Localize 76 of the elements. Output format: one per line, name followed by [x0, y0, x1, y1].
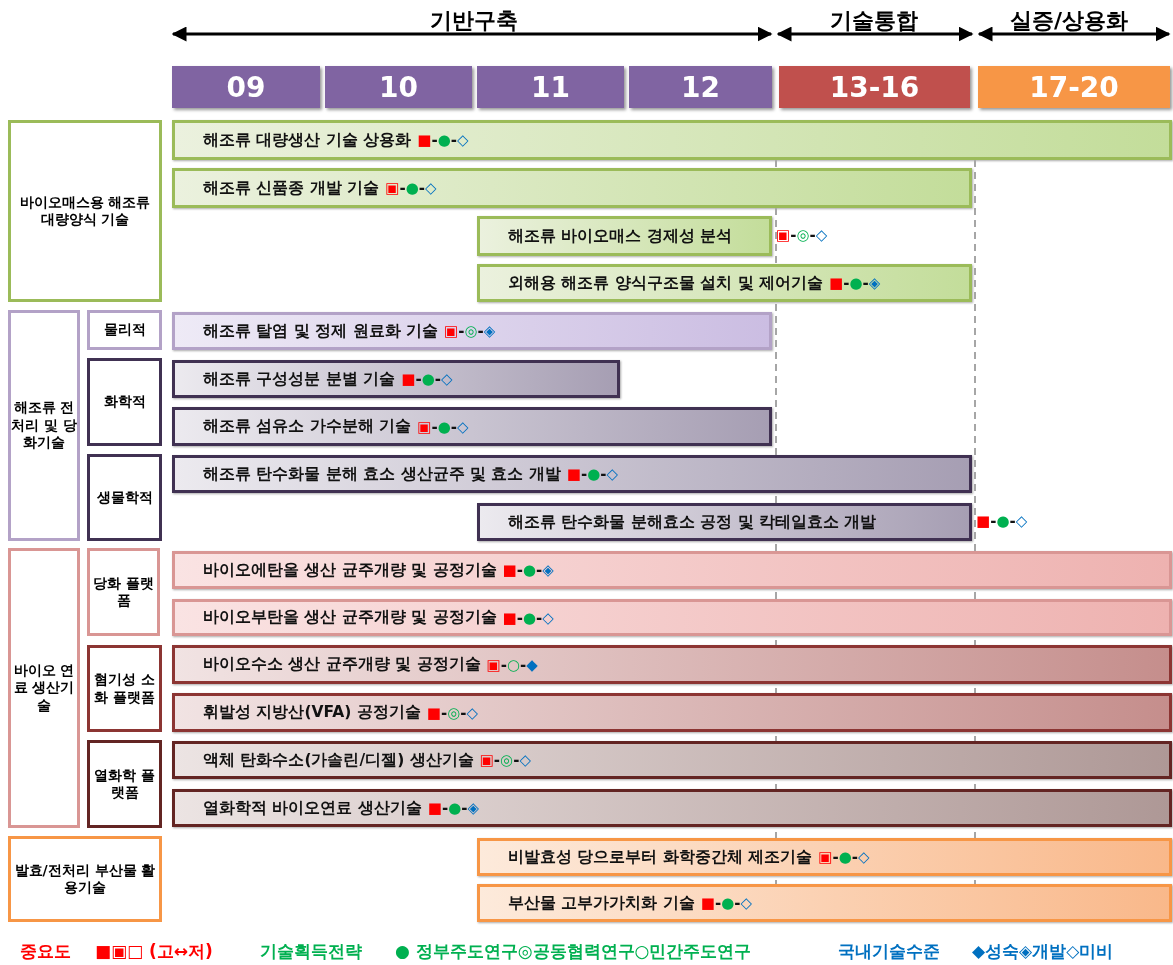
- period-header: 17-20: [978, 66, 1170, 108]
- rating-symbols: ■-●-◇: [700, 894, 753, 912]
- rating-symbols: ▣-●-◇: [385, 179, 437, 197]
- task-title: 해조류 구성성분 분별 기술: [203, 368, 396, 390]
- roadmap-bar: [172, 168, 972, 208]
- roadmap-bar: [172, 599, 1172, 636]
- task-title: 바이오부탄올 생산 균주개량 및 공정기술: [203, 607, 497, 628]
- rating-symbols: ■-●-◈: [427, 799, 480, 817]
- roadmap-bar: [172, 360, 620, 398]
- task-title: 비발효성 당으로부터 화학중간체 제조기술: [508, 846, 813, 868]
- task-title: 해조류 섬유소 가수분해 기술: [203, 416, 412, 437]
- roadmap-bar: [477, 503, 972, 541]
- legend-heading: 중요도: [20, 940, 71, 963]
- rating-symbols: ■-●-◇: [976, 512, 1028, 530]
- period-header: 10: [325, 66, 472, 108]
- category-box: 혐기성 소화 플랫폼: [87, 645, 162, 732]
- legend-text: ■▣□ (고↔저): [95, 940, 213, 963]
- rating-symbols: ▣-◎-◇: [776, 226, 828, 244]
- task-title: 외해용 해조류 양식구조물 설치 및 제어기술: [508, 272, 823, 294]
- roadmap-bar: [172, 789, 1172, 827]
- category-box: 바이오매스용 해조류 대량양식 기술: [8, 120, 162, 302]
- legend-text: ◆성숙◈개발◇미비: [972, 940, 1114, 963]
- category-box: 열화학 플랫폼: [87, 740, 162, 828]
- rating-symbols: ■-●-◈: [502, 561, 554, 579]
- task-title: 열화학적 바이오연료 생산기술: [203, 797, 422, 819]
- category-box: 발효/전처리 부산물 활용기술: [8, 836, 162, 922]
- rating-symbols: ■-●-◇: [502, 608, 554, 627]
- category-box: 화학적: [87, 358, 162, 446]
- roadmap-bar: [172, 551, 1172, 589]
- rating-symbols: ■-●-◇: [417, 131, 469, 149]
- task-title: 바이오수소 생산 균주개량 및 공정기술: [203, 654, 481, 675]
- task-title: 액체 탄화수소(가솔린/디젤) 생산기술: [203, 749, 474, 771]
- roadmap-bar: [172, 120, 1172, 160]
- task-title: 해조류 탄수화물 분해 효소 생산균주 및 효소 개발: [203, 463, 561, 485]
- rating-symbols: ▣-◎-◈: [444, 322, 496, 340]
- legend-text: ● 정부주도연구◎공동협력연구○민간주도연구: [395, 940, 752, 963]
- rating-symbols: ■-◎-◇: [426, 703, 479, 722]
- task-title: 해조류 탄수화물 분해효소 공정 및 칵테일효소 개발: [508, 511, 877, 533]
- roadmap-bar: [477, 838, 1172, 876]
- task-title: 해조류 대량생산 기술 상용화: [203, 129, 412, 151]
- rating-symbols: ■-●-◇: [401, 370, 453, 388]
- period-header: 09: [172, 66, 320, 108]
- roadmap-bar: [172, 693, 1172, 732]
- roadmap-bar: [477, 884, 1172, 922]
- category-box: 물리적: [87, 310, 162, 350]
- task-title: 휘발성 지방산(VFA) 공정기술: [203, 702, 421, 723]
- task-title: 해조류 탈염 및 정제 원료화 기술: [203, 320, 438, 342]
- roadmap-bar: [172, 645, 1172, 684]
- roadmap-bar: [172, 455, 972, 493]
- rating-symbols: ■-●-◈: [829, 274, 881, 292]
- task-title: 부산물 고부가가치화 기술: [508, 892, 695, 914]
- phase-label: 기반구축: [430, 7, 518, 35]
- category-box: 바이오 연료 생산기술: [8, 548, 80, 828]
- category-box: 해조류 전처리 및 당화기술: [8, 310, 80, 541]
- phase-label: 기술통합: [830, 7, 918, 35]
- roadmap-bar: [477, 264, 972, 302]
- rating-symbols: ▣-●-◇: [818, 848, 870, 866]
- task-title: 해조류 바이오매스 경제성 분석: [508, 225, 733, 247]
- phase-label: 실증/상용화: [1010, 7, 1129, 35]
- roadmap-bar: [172, 741, 1172, 779]
- category-box: 당화 플랫폼: [87, 548, 160, 636]
- period-header: 12: [629, 66, 772, 108]
- rating-symbols: ▣-●-◇: [417, 417, 469, 436]
- category-box: 생물학적: [87, 454, 162, 541]
- task-title: 바이오에탄올 생산 균주개량 및 공정기술: [203, 559, 497, 581]
- rating-symbols: ▣-◎-◇: [479, 751, 531, 769]
- roadmap-bar: [172, 312, 772, 350]
- roadmap-bar: [172, 407, 772, 446]
- legend-heading: 기술획득전략: [260, 940, 362, 963]
- rating-symbols: ▣-○-◆: [486, 655, 538, 674]
- period-header: 13-16: [779, 66, 970, 108]
- period-header: 11: [477, 66, 624, 108]
- rating-symbols: ■-●-◇: [566, 465, 619, 483]
- roadmap-bar: [477, 216, 772, 256]
- legend-heading: 국내기술수준: [838, 940, 940, 963]
- task-title: 해조류 신품종 개발 기술: [203, 177, 380, 199]
